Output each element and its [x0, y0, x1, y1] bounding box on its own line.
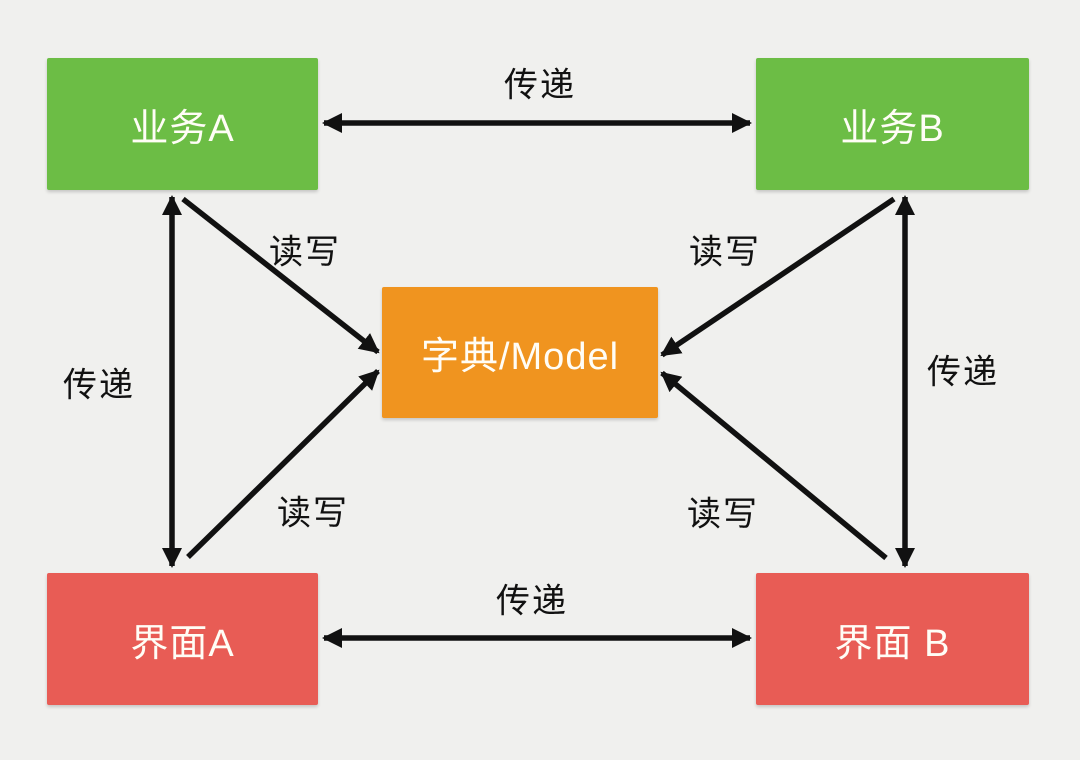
node-business-a: 业务A	[47, 58, 318, 190]
node-model-label: 字典/Model	[420, 336, 620, 378]
node-interface-b-label: 界面 B	[834, 622, 951, 665]
edge-rw-business-b-model	[660, 196, 896, 358]
node-business-b-label: 业务B	[840, 107, 945, 150]
edge-rw-business-a-model	[181, 196, 380, 355]
edge-label-pass-top: 传递	[504, 66, 576, 105]
node-model: 字典/Model	[382, 287, 658, 418]
edge-label-pass-right: 传递	[927, 353, 999, 392]
edge-label-rw-business-b: 读写	[689, 233, 761, 272]
node-interface-b: 界面 B	[756, 573, 1029, 705]
node-business-a-label: 业务A	[130, 107, 235, 150]
edge-label-pass-left: 传递	[63, 366, 135, 405]
edge-rw-interface-a-model	[186, 369, 380, 559]
node-interface-a: 界面A	[47, 573, 318, 705]
node-interface-a-label: 界面A	[130, 622, 235, 665]
edge-rw-interface-b-model	[660, 370, 888, 561]
edge-label-rw-interface-a: 读写	[277, 494, 349, 533]
edge-label-rw-interface-b: 读写	[687, 495, 759, 534]
edge-label-pass-bottom: 传递	[496, 582, 568, 621]
edge-label-rw-business-a: 读写	[269, 233, 341, 272]
node-business-b: 业务B	[756, 58, 1029, 190]
